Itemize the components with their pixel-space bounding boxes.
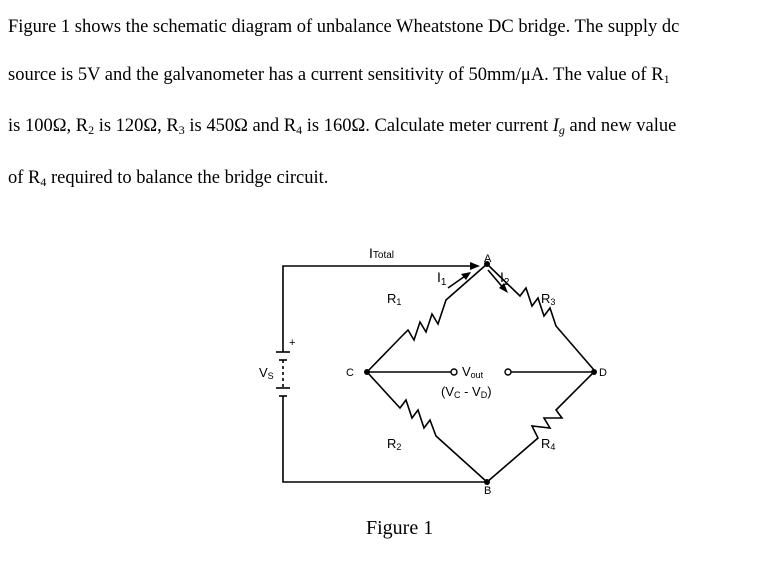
node-c-label: C	[346, 367, 354, 379]
r2-subscript: 2	[88, 123, 95, 137]
r1-subscript: 1	[663, 71, 670, 86]
problem-line-3d: is 160Ω. Calculate meter current	[302, 116, 553, 136]
node-b-dot	[484, 479, 490, 485]
problem-line-3e: and new value	[564, 116, 677, 136]
problem-line-4: of R4 required to balance the bridge cir…	[8, 155, 758, 207]
problem-line-3c: is 450Ω and R	[184, 116, 297, 136]
problem-line-3: is 100Ω, R2 is 120Ω, R3 is 450Ω and R4 i…	[8, 103, 758, 155]
top-wire	[282, 265, 478, 352]
r1-label: R1	[387, 291, 401, 307]
i2-label: I2	[500, 269, 510, 288]
i-total-label: ITotal	[369, 245, 394, 261]
node-a-label: A	[484, 253, 492, 265]
bottom-wire	[282, 396, 487, 483]
r2-branch	[366, 371, 488, 483]
r3-branch	[486, 263, 595, 371]
problem-line-3b: is 120Ω, R	[94, 116, 179, 136]
meter-current-symbol: Ig	[552, 116, 565, 137]
i1-arrowhead	[461, 272, 471, 280]
vout-label: Vout	[462, 364, 484, 380]
problem-line-1: Figure 1 shows the schematic diagram of …	[8, 17, 680, 37]
r2-label: R2	[387, 436, 401, 452]
node-d-label: D	[599, 367, 607, 379]
r4-branch	[486, 371, 595, 483]
problem-line-4a: of R	[8, 167, 41, 188]
r3-label: R3	[541, 291, 555, 307]
vout-terminal-left	[450, 368, 458, 376]
node-d-dot	[591, 369, 597, 375]
plus-sign: +	[289, 337, 295, 349]
node-a-dot	[484, 261, 490, 267]
vc-minus-vd-label: (VC - VD)	[441, 384, 492, 400]
r1-branch	[366, 263, 488, 373]
problem-line-3a: is 100Ω, R	[8, 116, 89, 136]
node-b-label: B	[484, 485, 491, 497]
r4-subscript: 4	[296, 123, 303, 137]
vout-terminal-right	[504, 368, 512, 376]
node-c-dot	[364, 369, 370, 375]
problem-line-2: source is 5V and the galvanometer has a …	[8, 52, 758, 104]
vs-label: VS	[259, 365, 274, 381]
r3-subscript: 3	[178, 123, 185, 137]
i1-label: I1	[437, 269, 447, 288]
problem-line-2-text: source is 5V and the galvanometer has a …	[8, 64, 664, 85]
r4-subscript-2: 4	[40, 174, 47, 189]
r4-label: R4	[541, 436, 555, 452]
problem-line-4b: required to balance the bridge circuit.	[46, 167, 329, 188]
top-wire-arrowhead	[470, 262, 480, 270]
problem-statement: Figure 1 shows the schematic diagram of …	[8, 4, 758, 206]
i2-arrowhead	[499, 283, 508, 293]
